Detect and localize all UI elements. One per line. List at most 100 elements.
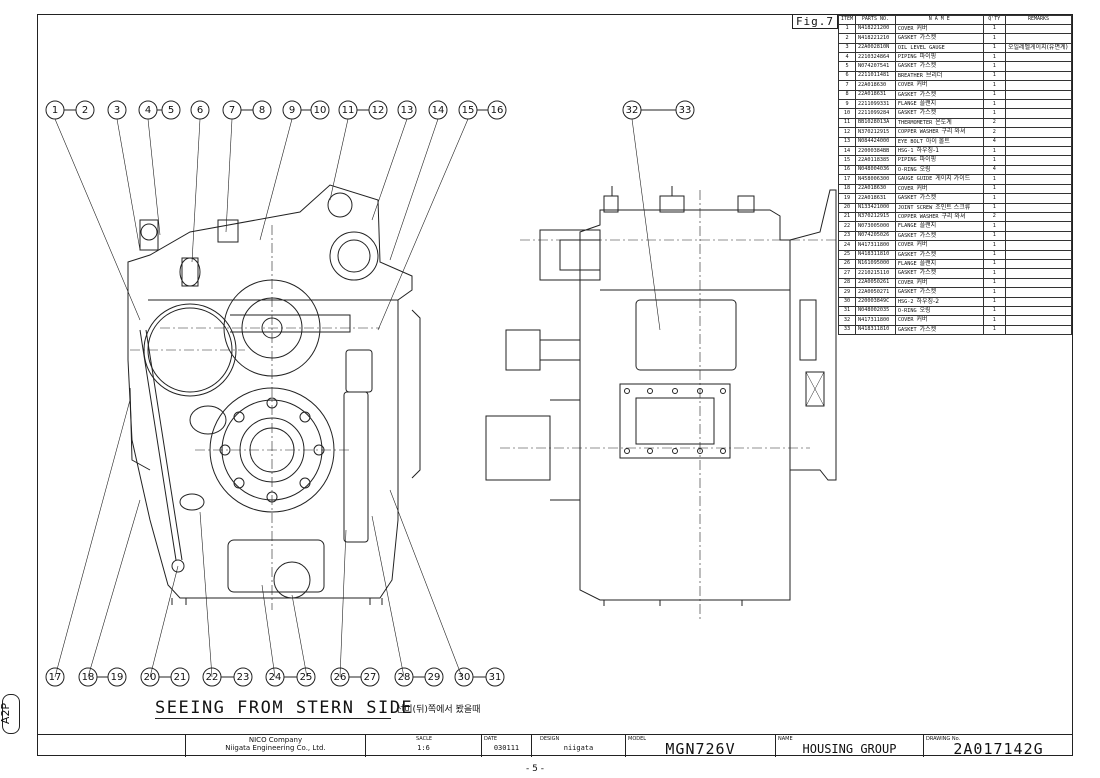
balloon-25: 25: [300, 672, 313, 683]
balloon-15: 15: [462, 105, 475, 116]
item-cell-text: 14: [843, 147, 851, 154]
qty-cell: 1: [982, 277, 1006, 289]
part-no-cell-text: N418221200: [858, 25, 890, 32]
qty-cell: 2: [982, 117, 1006, 129]
scale-cell: SACLE 1:6: [365, 735, 481, 757]
name-cell-text: GASKET: [897, 232, 917, 239]
qty-cell: 2: [982, 127, 1006, 138]
name-cell-text: PIPING: [897, 157, 917, 164]
item-cell: 25: [837, 249, 857, 260]
date-label: DATE: [484, 736, 498, 742]
remarks-cell-text: 오일레벨게이지(유면계): [1007, 44, 1068, 52]
qty-cell: 1: [982, 268, 1006, 279]
part-no-cell-text: 2211011481: [858, 72, 890, 79]
qty-cell: 1: [982, 296, 1006, 308]
qty-cell-text: 1: [992, 251, 996, 258]
qty-cell: 1: [982, 202, 1006, 213]
balloon-14: 14: [432, 105, 445, 116]
part-no-cell-text: N074205026: [858, 232, 890, 239]
item-cell: 17: [837, 174, 857, 185]
name-cell-text: GASKET: [897, 289, 917, 296]
qty-cell-text: 1: [992, 194, 996, 201]
korean-name-text: 오링: [919, 306, 931, 314]
name-cell-text: GASKET: [897, 63, 917, 70]
part-no-cell: N370212915: [855, 127, 896, 138]
name-cell-text: PIPING: [897, 54, 917, 61]
part-no-cell-text: N161095000: [858, 260, 890, 267]
qty-cell-text: 1: [992, 307, 996, 314]
remarks-cell: [1004, 70, 1073, 82]
name-cell-text: GASKET: [897, 251, 917, 258]
item-cell: 16: [837, 164, 857, 176]
balloon-22: 22: [206, 672, 219, 683]
part-no-cell: N418311810: [855, 324, 896, 336]
remarks-cell: [1004, 108, 1073, 119]
qty-cell-text: 1: [992, 316, 996, 323]
item-cell-text: 4: [845, 53, 849, 60]
korean-name-text: 하우징-1: [916, 147, 940, 155]
part-no-cell: 22A018631: [855, 193, 896, 204]
item-cell-text: 33: [843, 326, 851, 333]
balloon-23: 23: [237, 672, 250, 683]
qty-cell-text: 2: [992, 128, 996, 135]
part-no-cell: N417311800: [855, 240, 896, 251]
remarks-cell: [1004, 230, 1073, 242]
name-value: HOUSING GROUP: [802, 742, 897, 756]
item-cell-text: 5: [845, 62, 849, 69]
item-cell-text: 6: [845, 72, 849, 79]
item-cell-text: 7: [845, 81, 849, 88]
name-cell-text: COVER: [897, 317, 914, 324]
name-cell-text: FLANGE: [897, 260, 917, 267]
balloon-16: 16: [491, 105, 504, 116]
korean-name-text: 커버: [916, 316, 928, 324]
design-cell: DESIGN niigata: [531, 735, 625, 757]
name-cell-text: HSG-2: [897, 298, 914, 305]
korean-name-text: 커버: [916, 81, 928, 89]
korean-name-text: 파이핑: [919, 156, 937, 164]
remarks-cell: [1004, 287, 1073, 298]
qty-cell-text: 1: [992, 279, 996, 286]
remarks-cell: [1004, 258, 1073, 270]
korean-name-text: 구리 와셔: [941, 128, 966, 136]
part-no-cell-text: N370212915: [858, 128, 890, 135]
korean-name-text: 가스켓: [919, 250, 937, 258]
item-cell-text: 27: [843, 269, 851, 276]
item-cell-text: 19: [843, 194, 851, 201]
item-cell-text: 11: [843, 119, 851, 126]
name-cell-text: FLANGE: [897, 223, 917, 230]
item-cell: 31: [837, 305, 857, 317]
remarks-cell: [1004, 193, 1073, 204]
part-no-cell: N048002035: [855, 305, 896, 317]
part-no-cell: N073005000: [855, 221, 896, 232]
item-cell-text: 9: [845, 100, 849, 107]
header-remarks: REMARKS: [1004, 15, 1073, 25]
qty-cell: 1: [982, 155, 1006, 166]
qty-cell-text: 1: [992, 326, 996, 333]
qty-cell: 2: [982, 211, 1006, 223]
korean-name-text: 조인트 스크류: [935, 203, 971, 211]
name-cell-text: O-RING: [897, 166, 917, 173]
korean-name-text: 구리 와셔: [941, 212, 966, 220]
korean-name-text: 플랜지: [919, 259, 937, 267]
part-no-cell: N084424000: [855, 136, 896, 148]
remarks-cell: [1004, 136, 1073, 148]
item-cell: 13: [837, 136, 857, 148]
